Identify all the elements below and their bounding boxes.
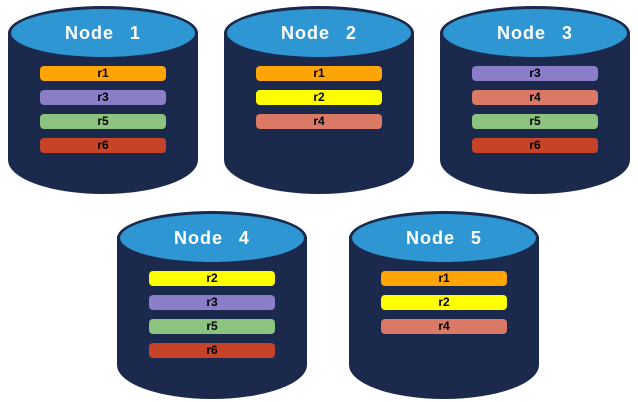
replica-bar-r6: r6	[472, 138, 598, 153]
node-title: Node 1	[65, 22, 141, 43]
node-title: Node 2	[281, 22, 357, 43]
node-title: Node 4	[174, 227, 250, 248]
replica-bar-r5: r5	[40, 114, 166, 129]
replica-list: r1 r2 r4	[256, 66, 382, 129]
replica-list: r3 r4 r5 r6	[472, 66, 598, 153]
db-node-5: Node 5 r1 r2 r4	[349, 211, 539, 399]
replica-bar-r6: r6	[40, 138, 166, 153]
node-title: Node 5	[406, 227, 482, 248]
replica-bar-r3: r3	[472, 66, 598, 81]
replica-list: r2 r3 r5 r6	[149, 271, 275, 358]
cylinder-top: Node 3	[440, 6, 630, 60]
replica-bar-r2: r2	[256, 90, 382, 105]
replica-list: r1 r3 r5 r6	[40, 66, 166, 153]
replica-bar-r6: r6	[149, 343, 275, 358]
db-node-4: Node 4 r2 r3 r5 r6	[117, 211, 307, 399]
replica-list: r1 r2 r4	[381, 271, 507, 334]
replica-bar-r3: r3	[40, 90, 166, 105]
bottom-row: Node 4 r2 r3 r5 r6 Node 5 r1 r2 r4	[117, 211, 539, 399]
cylinder-top: Node 5	[349, 211, 539, 265]
cylinder-top: Node 4	[117, 211, 307, 265]
replica-bar-r1: r1	[40, 66, 166, 81]
replica-bar-r4: r4	[256, 114, 382, 129]
cylinder-top: Node 1	[8, 6, 198, 60]
node-title: Node 3	[497, 22, 573, 43]
replica-bar-r5: r5	[149, 319, 275, 334]
db-node-3: Node 3 r3 r4 r5 r6	[440, 6, 630, 194]
replica-bar-r1: r1	[256, 66, 382, 81]
replica-bar-r3: r3	[149, 295, 275, 310]
replica-bar-r4: r4	[472, 90, 598, 105]
replica-bar-r5: r5	[472, 114, 598, 129]
replica-bar-r1: r1	[381, 271, 507, 286]
replica-bar-r2: r2	[381, 295, 507, 310]
cylinder-top: Node 2	[224, 6, 414, 60]
db-node-2: Node 2 r1 r2 r4	[224, 6, 414, 194]
replica-bar-r4: r4	[381, 319, 507, 334]
replica-bar-r2: r2	[149, 271, 275, 286]
db-node-1: Node 1 r1 r3 r5 r6	[8, 6, 198, 194]
